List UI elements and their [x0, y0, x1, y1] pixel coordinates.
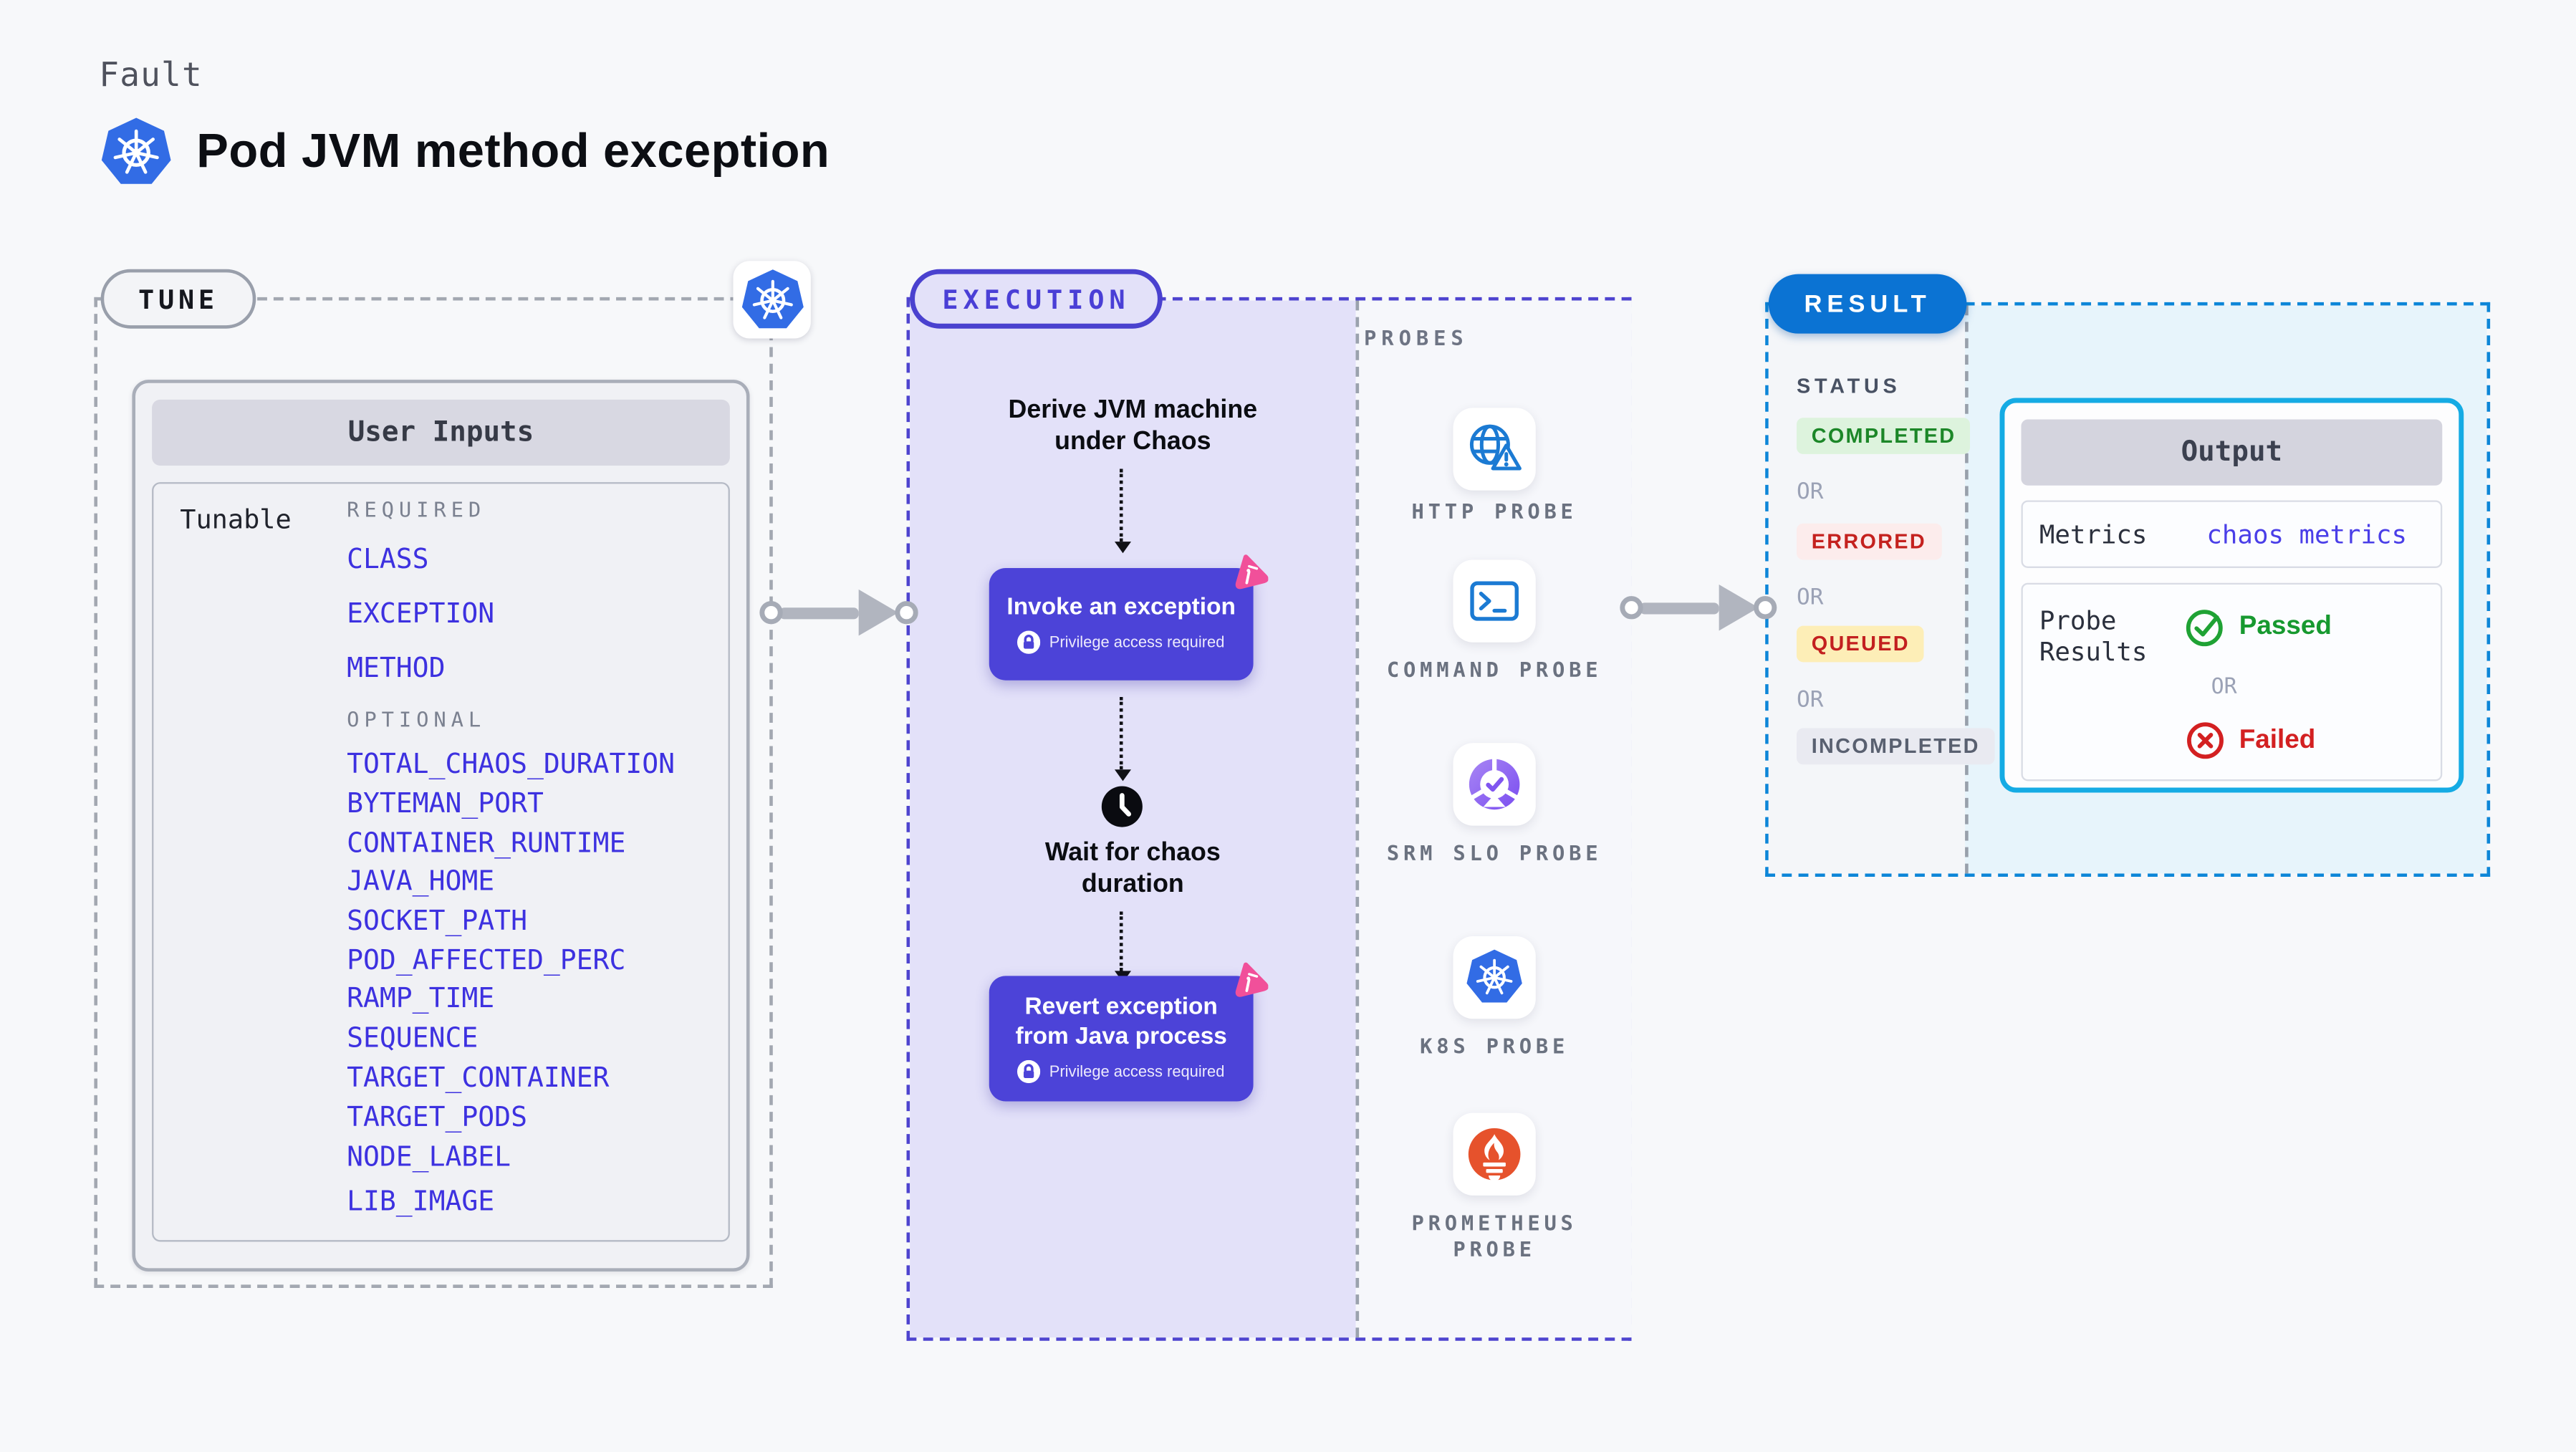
kubernetes-icon	[739, 266, 805, 332]
tunable-item: LIB_IMAGE	[347, 1186, 495, 1217]
terminal-icon	[1470, 581, 1519, 621]
user-inputs-title: User Inputs	[152, 399, 730, 466]
tune-section: TUNE User Inputs Tunable REQUIRED CLASS …	[94, 261, 811, 1289]
output-card: Output Metrics chaos metrics Probe Resul…	[1999, 398, 2464, 793]
status-badge-queued: QUEUED	[1796, 625, 1925, 663]
check-circle-icon	[2186, 610, 2223, 647]
connector-node	[1754, 596, 1777, 620]
kubernetes-icon	[99, 115, 173, 190]
invoke-exception-card: Invoke an exception Privilege access req…	[989, 554, 1269, 681]
tunable-item: TARGET_PODS	[347, 1101, 527, 1133]
or-label: OR	[1796, 686, 1824, 713]
invoke-exception-title: Invoke an exception	[1006, 594, 1236, 621]
execution-badge: EXECUTION	[910, 269, 1163, 329]
tunable-item: METHOD	[347, 652, 446, 684]
chaos-spark-icon	[1235, 554, 1269, 590]
slo-donut-check-icon	[1469, 758, 1520, 810]
privilege-note-text: Privilege access required	[1049, 633, 1225, 652]
kubernetes-icon	[733, 261, 811, 339]
connector-node	[895, 601, 918, 625]
revert-exception-title: Revert exception from Java process	[1015, 994, 1227, 1049]
probe-label: PROMETHEUS PROBE	[1411, 1210, 1577, 1262]
status-panel	[1768, 305, 1966, 874]
page-title: Pod JVM method exception	[196, 125, 830, 178]
tunable-item: CLASS	[347, 543, 429, 575]
output-title: Output	[2021, 419, 2443, 486]
status-heading: STATUS	[1796, 375, 1901, 398]
tunable-item: SOCKET_PATH	[347, 905, 527, 937]
probe-passed: Passed	[2185, 606, 2332, 648]
connector-node	[1620, 596, 1643, 620]
tunable-item: EXCEPTION	[347, 597, 495, 630]
status-badge-incompleted: INCOMPLETED	[1796, 728, 1995, 765]
tunables-column: REQUIRED CLASS EXCEPTION METHOD OPTIONAL…	[347, 484, 719, 1218]
privilege-note: Privilege access required	[1017, 631, 1225, 655]
probe-label: K8S PROBE	[1420, 1034, 1570, 1059]
metrics-row: Metrics chaos metrics	[2021, 500, 2443, 568]
x-circle-icon	[2187, 722, 2224, 759]
down-arrow-icon	[1113, 696, 1130, 782]
passed-label: Passed	[2239, 612, 2332, 640]
globe-alert-icon	[1469, 424, 1522, 471]
probe-results-row: Probe Results Passed OR Failed	[2021, 582, 2443, 782]
result-section: RESULT STATUS COMPLETED OR ERRORED OR QU…	[1765, 274, 2491, 878]
tunable-item: NODE_LABEL	[347, 1140, 511, 1173]
fault-kicker: Fault	[99, 54, 203, 95]
probe-label: HTTP PROBE	[1411, 499, 1577, 524]
down-arrow-icon	[1113, 911, 1130, 983]
prometheus-flame-icon	[1468, 1128, 1521, 1182]
or-label: OR	[2211, 675, 2237, 701]
privilege-note-text: Privilege access required	[1049, 1062, 1225, 1081]
page-header: Pod JVM method exception	[99, 115, 830, 190]
probes-heading: PROBES	[1364, 325, 1469, 350]
chaos-spark-icon	[1235, 962, 1269, 997]
tunable-item: TARGET_CONTAINER	[347, 1062, 610, 1093]
tunable-item: CONTAINER_RUNTIME	[347, 827, 626, 859]
derive-step-label: Derive JVM machine under Chaos	[1008, 396, 1258, 456]
user-inputs-card: User Inputs Tunable REQUIRED CLASS EXCEP…	[132, 380, 750, 1271]
revert-exception-card: Revert exception from Java process Privi…	[989, 962, 1269, 1102]
tunable-item: JAVA_HOME	[347, 865, 495, 897]
tune-badge: TUNE	[100, 269, 256, 329]
tunable-row-label: Tunable	[180, 504, 292, 535]
probe-failed: Failed	[2185, 720, 2316, 761]
command-probe-tile	[1453, 559, 1536, 643]
lock-icon	[1017, 631, 1042, 655]
privilege-note: Privilege access required	[1017, 1059, 1225, 1084]
clock-icon	[1100, 784, 1144, 829]
probe-results-label: Probe Results	[2039, 605, 2148, 668]
or-label: OR	[1796, 585, 1824, 611]
execution-section: EXECUTION Derive JVM machine under Chaos…	[906, 269, 1632, 1341]
metrics-label: Metrics	[2039, 519, 2148, 549]
status-badge-completed: COMPLETED	[1796, 418, 1971, 454]
flow-arrow-right-icon	[779, 589, 898, 636]
or-label: OR	[1796, 479, 1824, 506]
lock-icon	[1017, 1059, 1042, 1084]
srm-slo-probe-tile	[1453, 743, 1536, 826]
tunable-item: TOTAL_CHAOS_DURATION	[347, 748, 676, 780]
probe-label: COMMAND PROBE	[1386, 657, 1602, 683]
tunable-item: BYTEMAN_PORT	[347, 787, 544, 819]
tunable-item: SEQUENCE	[347, 1021, 479, 1054]
connector-node	[759, 601, 783, 625]
user-inputs-table: Tunable REQUIRED CLASS EXCEPTION METHOD …	[152, 482, 730, 1242]
down-arrow-icon	[1113, 468, 1130, 554]
tunable-item: RAMP_TIME	[347, 982, 495, 1014]
prometheus-probe-tile	[1453, 1112, 1536, 1196]
kubernetes-icon	[1465, 948, 1524, 1007]
flow-arrow-right-icon	[1639, 585, 1759, 631]
k8s-probe-tile	[1453, 936, 1536, 1019]
probe-label: SRM SLO PROBE	[1386, 840, 1602, 865]
wait-step-label: Wait for chaos duration	[1044, 839, 1221, 898]
metrics-value: chaos metrics	[2206, 519, 2408, 549]
result-badge: RESULT	[1768, 274, 1967, 334]
tunable-item: POD_AFFECTED_PERC	[347, 944, 626, 976]
status-badge-errored: ERRORED	[1796, 523, 1941, 560]
optional-group-label: OPTIONAL	[347, 706, 486, 732]
required-group-label: REQUIRED	[347, 496, 486, 522]
http-probe-tile	[1453, 408, 1536, 491]
failed-label: Failed	[2239, 726, 2316, 754]
